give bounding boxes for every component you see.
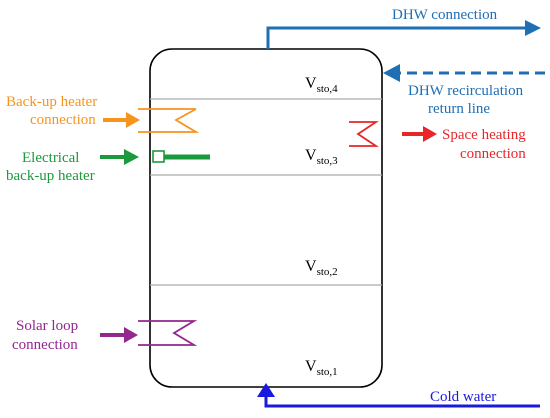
- storage-tank: [149, 48, 383, 388]
- dhw-connection-pipe: [266, 26, 528, 49]
- backup-heater-label-line1: Back-up heater: [6, 94, 97, 110]
- electrical-heater-element-head: [152, 150, 165, 163]
- solar-loop-arrowhead: [124, 327, 138, 343]
- space-heating-label-line2: connection: [460, 146, 526, 162]
- dhw-connection-arrowhead: [525, 20, 541, 36]
- cold-water-pipe: [264, 396, 540, 408]
- backup-heater-label-line2: connection: [30, 112, 96, 128]
- volume-label-2: Vsto,2: [305, 258, 338, 278]
- backup-heater-coil: [138, 108, 200, 133]
- dhw-connection-label: DHW connection: [392, 7, 498, 23]
- electrical-heater-arrowhead: [124, 149, 139, 165]
- space-heating-label-line1: Space heating: [442, 127, 526, 143]
- dhw-recirculation-arrowhead: [383, 64, 400, 82]
- solar-loop-label-line1: Solar loop: [16, 318, 78, 334]
- dhw-recirculation-label-line2: return line: [428, 101, 490, 117]
- electrical-heater-label-line1: Electrical: [22, 150, 79, 166]
- solar-loop-label-line2: connection: [12, 337, 78, 353]
- backup-heater-arrowhead: [126, 112, 140, 128]
- electrical-heater-label-line2: back-up heater: [6, 168, 95, 184]
- volume-label-3: Vsto,3: [305, 147, 338, 167]
- solar-loop-coil: [138, 320, 198, 346]
- space-heating-arrowhead: [423, 126, 437, 142]
- volume-label-4: Vsto,4: [305, 75, 338, 95]
- volume-label-1: Vsto,1: [305, 358, 338, 378]
- dhw-recirculation-label-line1: DHW recirculation: [408, 83, 524, 99]
- cold-water-arrowhead: [257, 383, 275, 397]
- space-heating-coil: [349, 121, 379, 147]
- cold-water-label: Cold water: [430, 389, 496, 405]
